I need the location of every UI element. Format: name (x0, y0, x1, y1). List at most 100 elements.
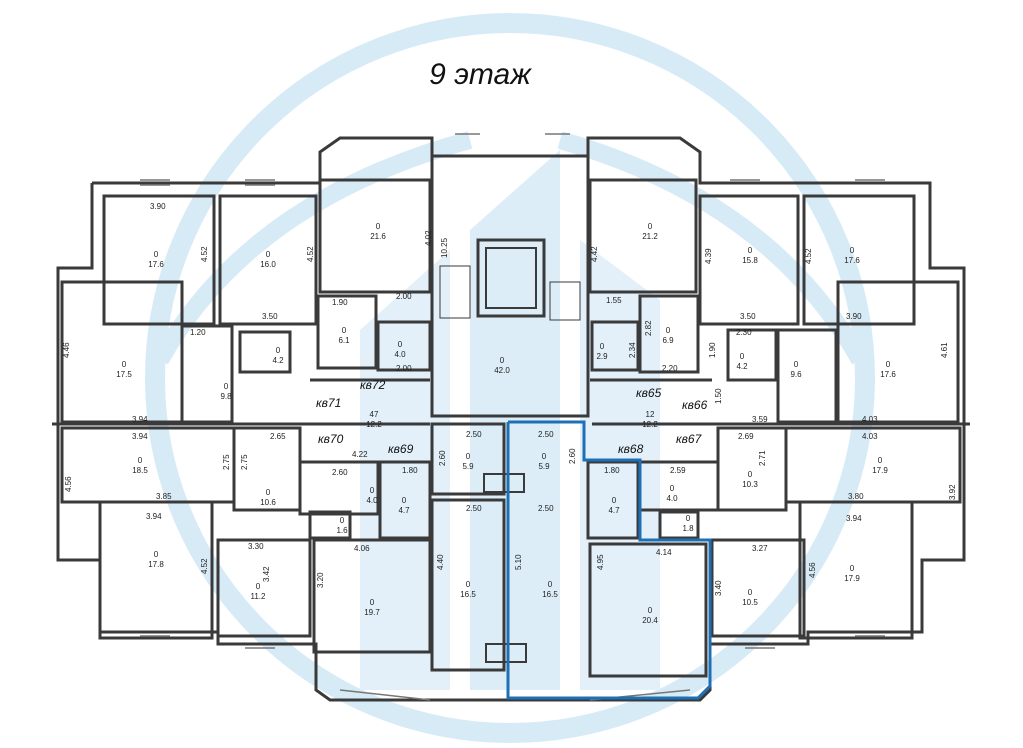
dimension-label: 4.03 (862, 415, 878, 424)
dimension-label: 3.90 (846, 312, 862, 321)
apartment-label-kv72: кв72 (360, 378, 386, 392)
dimension-label: 1.80 (604, 466, 620, 475)
dimension-label: 2.00 (396, 292, 412, 301)
dimension-label: 4.52 (804, 248, 813, 264)
page-title: 9 этаж (429, 58, 531, 91)
dimension-label: 3.59 (752, 415, 768, 424)
dimension-label: 2.69 (738, 432, 754, 441)
dimension-label: 3.30 (248, 542, 264, 551)
dimension-label: 4.39 (704, 248, 713, 264)
apartment-label-kv70: кв70 (318, 432, 344, 446)
dimension-label: 2.20 (662, 364, 678, 373)
dimension-label: 3.40 (714, 580, 723, 596)
dimension-label: 4.14 (656, 548, 672, 557)
dimension-label: 3.20 (316, 572, 325, 588)
dimension-label: 1.90 (332, 298, 348, 307)
dimension-label: 3.92 (948, 484, 957, 500)
dimension-label: 3.50 (262, 312, 278, 321)
dimension-label: 2.34 (628, 342, 637, 358)
dimension-label: 3.90 (150, 202, 166, 211)
dimension-label: 4.95 (596, 554, 605, 570)
dimension-label: 1.90 (708, 342, 717, 358)
dimension-label: 4.42 (590, 246, 599, 262)
dimension-label: 4.22 (352, 450, 368, 459)
dimension-label: 2.30 (736, 328, 752, 337)
dimension-label: 4.52 (200, 558, 209, 574)
dimension-label: 2.75 (240, 454, 249, 470)
apartment-label-kv71: кв71 (316, 396, 342, 410)
dimension-label: 10.25 (440, 237, 449, 258)
dimension-label: 2.71 (758, 450, 767, 466)
dimension-label: 1.20 (190, 328, 206, 337)
dimension-label: 4.56 (64, 476, 73, 492)
dimension-label: 4.40 (436, 554, 445, 570)
dimension-label: 2.60 (332, 468, 348, 477)
apartment-label-kv65: кв65 (636, 386, 662, 400)
apartment-label-kv68: кв68 (618, 442, 644, 456)
dimension-label: 3.94 (132, 415, 148, 424)
dimension-label: 1.55 (606, 296, 622, 305)
dimension-label: 2.50 (466, 504, 482, 513)
dimension-label: 4.46 (62, 342, 71, 358)
dimension-label: 3.85 (156, 492, 172, 501)
dimension-label: 4.52 (200, 246, 209, 262)
dimension-label: 4.56 (808, 562, 817, 578)
dimension-label: 4.61 (940, 342, 949, 358)
apartment-label-kv69: кв69 (388, 442, 414, 456)
dimension-label: 2.60 (568, 448, 577, 464)
dimension-label: 3.42 (262, 566, 271, 582)
dimension-label: 2.50 (538, 504, 554, 513)
dimension-label: 4.06 (354, 544, 370, 553)
dimension-label: 2.60 (438, 450, 447, 466)
dimension-label: 5.10 (514, 554, 523, 570)
dimension-label: 4.03 (862, 432, 878, 441)
dimension-label: 3.50 (740, 312, 756, 321)
dimension-label: 4.02 (424, 230, 433, 246)
highlighted-apartment-outline (506, 420, 712, 700)
dimension-label: 4.52 (306, 246, 315, 262)
dimension-label: 2.50 (466, 430, 482, 439)
dimension-label: 2.59 (670, 466, 686, 475)
apartment-label-kv67: кв67 (676, 432, 702, 446)
dimension-label: 2.82 (644, 320, 653, 336)
dimension-label: 2.50 (538, 430, 554, 439)
dimension-label: 1.80 (402, 466, 418, 475)
watermark-logo (145, 13, 875, 743)
